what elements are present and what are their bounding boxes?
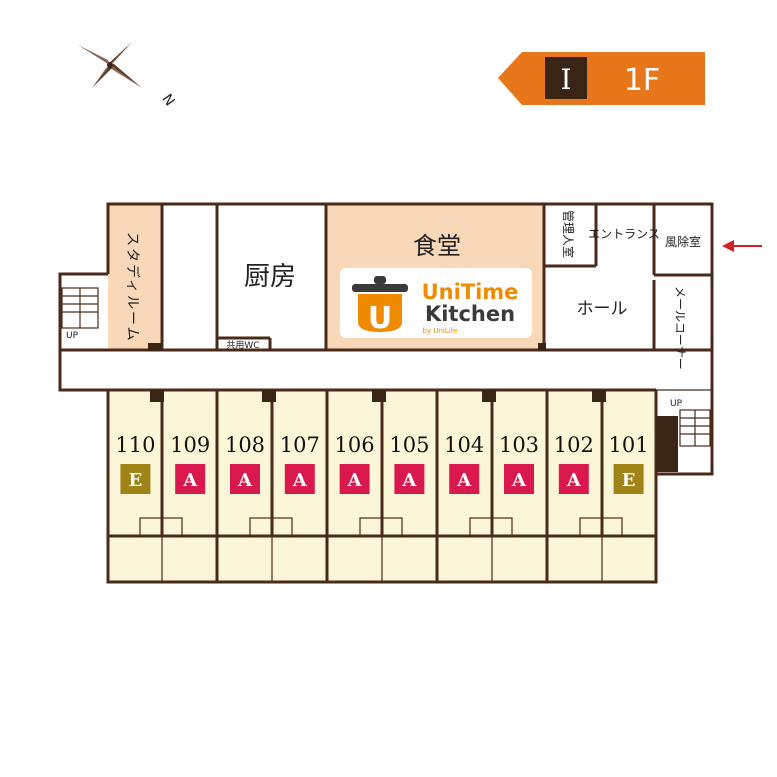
- room-type-label: A: [566, 470, 582, 491]
- room-number: 108: [225, 433, 265, 457]
- room-type-label: E: [622, 470, 636, 491]
- room-type-label: A: [456, 470, 472, 491]
- room-number: 102: [554, 433, 594, 457]
- room-number: 109: [170, 433, 210, 457]
- room-type-badge: [230, 464, 260, 494]
- room-type-badge: [339, 464, 370, 494]
- up-right-label: UP: [670, 399, 683, 409]
- room-type-label: A: [182, 470, 198, 491]
- hall-label: ホール: [577, 299, 628, 319]
- unitime-kitchen-logo: U UniTime Kitchen by UniLife: [340, 268, 532, 338]
- room-type-badge: [284, 464, 315, 494]
- room-type-label: A: [292, 470, 308, 491]
- logo-sub: by UniLife: [423, 327, 458, 335]
- floor-banner: I 1F: [498, 52, 705, 105]
- study-room-label: スタディルーム: [124, 232, 141, 343]
- kitchen-label: 厨房: [244, 262, 296, 292]
- room-type-label: A: [511, 470, 527, 491]
- room-number: 107: [280, 433, 320, 457]
- room-type-label: E: [129, 470, 143, 491]
- room-type-label: A: [237, 470, 253, 491]
- room-number: 103: [499, 433, 539, 457]
- manager-room-label: 管理人室: [561, 210, 576, 258]
- room-type-label: A: [401, 470, 417, 491]
- walls: [58, 202, 714, 584]
- compass-rose-icon: [78, 42, 142, 88]
- building-label: I: [560, 63, 571, 96]
- dining-label: 食堂: [413, 232, 461, 260]
- north-label: N: [158, 91, 177, 109]
- study-room-area: [108, 205, 162, 350]
- shared-wc-label: 共用WC: [226, 340, 259, 351]
- entrance-label: エントランス: [588, 227, 660, 241]
- entry-arrow-icon: [722, 240, 762, 252]
- floor-label: 1F: [624, 63, 660, 98]
- up-left-label: UP: [66, 331, 79, 341]
- room-type-badge: [504, 464, 534, 494]
- room-type-badge: [613, 464, 644, 494]
- room-number: 101: [609, 433, 649, 457]
- room-number: 106: [335, 433, 375, 457]
- room-number: 104: [444, 433, 484, 457]
- room-type-badge: [558, 464, 589, 494]
- room-number: 110: [115, 433, 155, 457]
- room-type-badge: [449, 464, 480, 494]
- room-type-badge: [175, 464, 206, 494]
- room-type-label: A: [347, 470, 363, 491]
- mail-corner-label: メールコーナー: [673, 286, 687, 370]
- logo-line1: UniTime: [422, 280, 519, 304]
- logo-line2: Kitchen: [425, 302, 515, 326]
- room-type-badge: [120, 464, 151, 494]
- logo-letter: U: [368, 301, 392, 336]
- room-number: 105: [389, 433, 429, 457]
- room-type-badge: [394, 464, 425, 494]
- windbreak-label: 風除室: [665, 234, 701, 249]
